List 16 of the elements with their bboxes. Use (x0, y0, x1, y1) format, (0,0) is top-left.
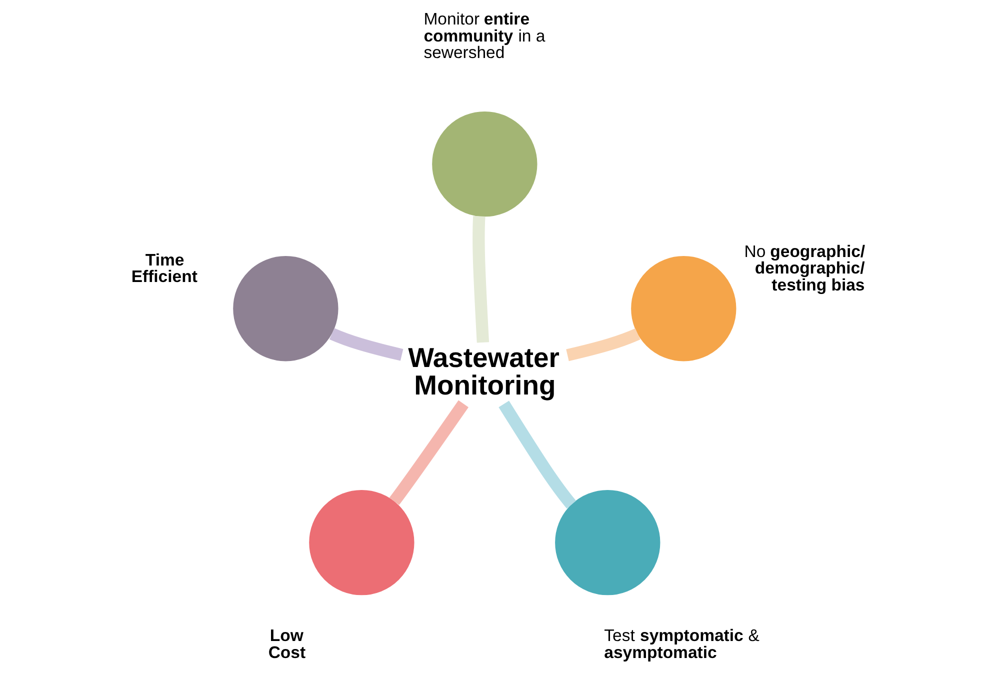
connector (566, 328, 640, 362)
node-label: Monitor entire community in a sewershed (424, 10, 546, 62)
connector (389, 400, 468, 506)
connector (472, 216, 490, 343)
node-text: Wastewater Monitoring (408, 342, 560, 400)
node-label: No geographic/ demographic/ testing bias (744, 242, 866, 294)
node-circle (432, 112, 538, 217)
connector (329, 328, 404, 361)
node-label: Test symptomatic & asymptomatic (604, 626, 760, 662)
node-circle (631, 256, 736, 362)
node-circle (555, 490, 660, 596)
node-circle (309, 490, 414, 596)
node-label: Time Efficient (131, 250, 198, 286)
node-label: Low Cost (268, 626, 306, 662)
connector (498, 400, 576, 509)
node-circle (233, 256, 338, 362)
